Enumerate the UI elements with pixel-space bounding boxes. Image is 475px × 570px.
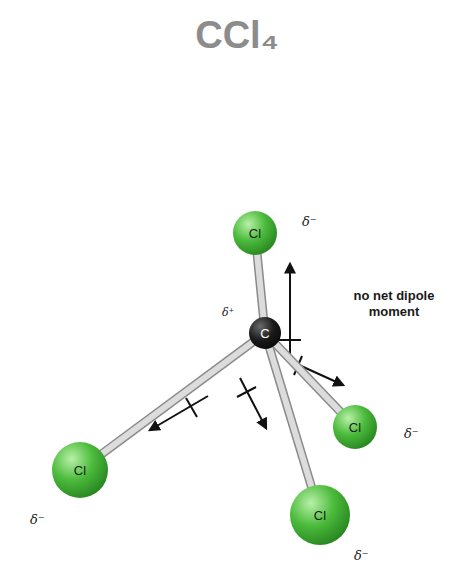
atom-symbol: Cl [349, 421, 361, 434]
partial-charge: δ⁻ [354, 548, 369, 563]
chlorine-atom: Cl [333, 405, 377, 449]
bond-outline [269, 346, 312, 488]
bond-line [269, 346, 312, 488]
dipole-arrow [289, 264, 291, 356]
dipole-cross [186, 398, 197, 417]
chlorine-atom: Cl [233, 211, 277, 255]
bond-outline [257, 253, 264, 319]
dipole-arrow [240, 378, 266, 428]
bond-line [101, 341, 254, 454]
partial-charge: δ⁻ [30, 512, 45, 527]
atom-symbol: C [260, 327, 269, 340]
dipole-cross [279, 339, 301, 341]
partial-charge: δ⁺ [222, 306, 234, 319]
partial-charge: δ⁻ [302, 214, 317, 229]
atom-symbol: Cl [314, 509, 326, 522]
chlorine-atom: Cl [290, 485, 350, 545]
dipole-cross [237, 387, 256, 397]
atom-symbol: Cl [74, 464, 86, 477]
chlorine-atom: Cl [52, 442, 108, 498]
atom-symbol: Cl [249, 227, 261, 240]
bond-line [257, 253, 264, 319]
formula-title: CCl₄ [195, 14, 279, 57]
partial-charge: δ⁻ [404, 426, 419, 441]
note-text: no net dipole moment [350, 288, 438, 319]
carbon-atom: C [249, 317, 281, 349]
bond-outline [101, 341, 254, 454]
